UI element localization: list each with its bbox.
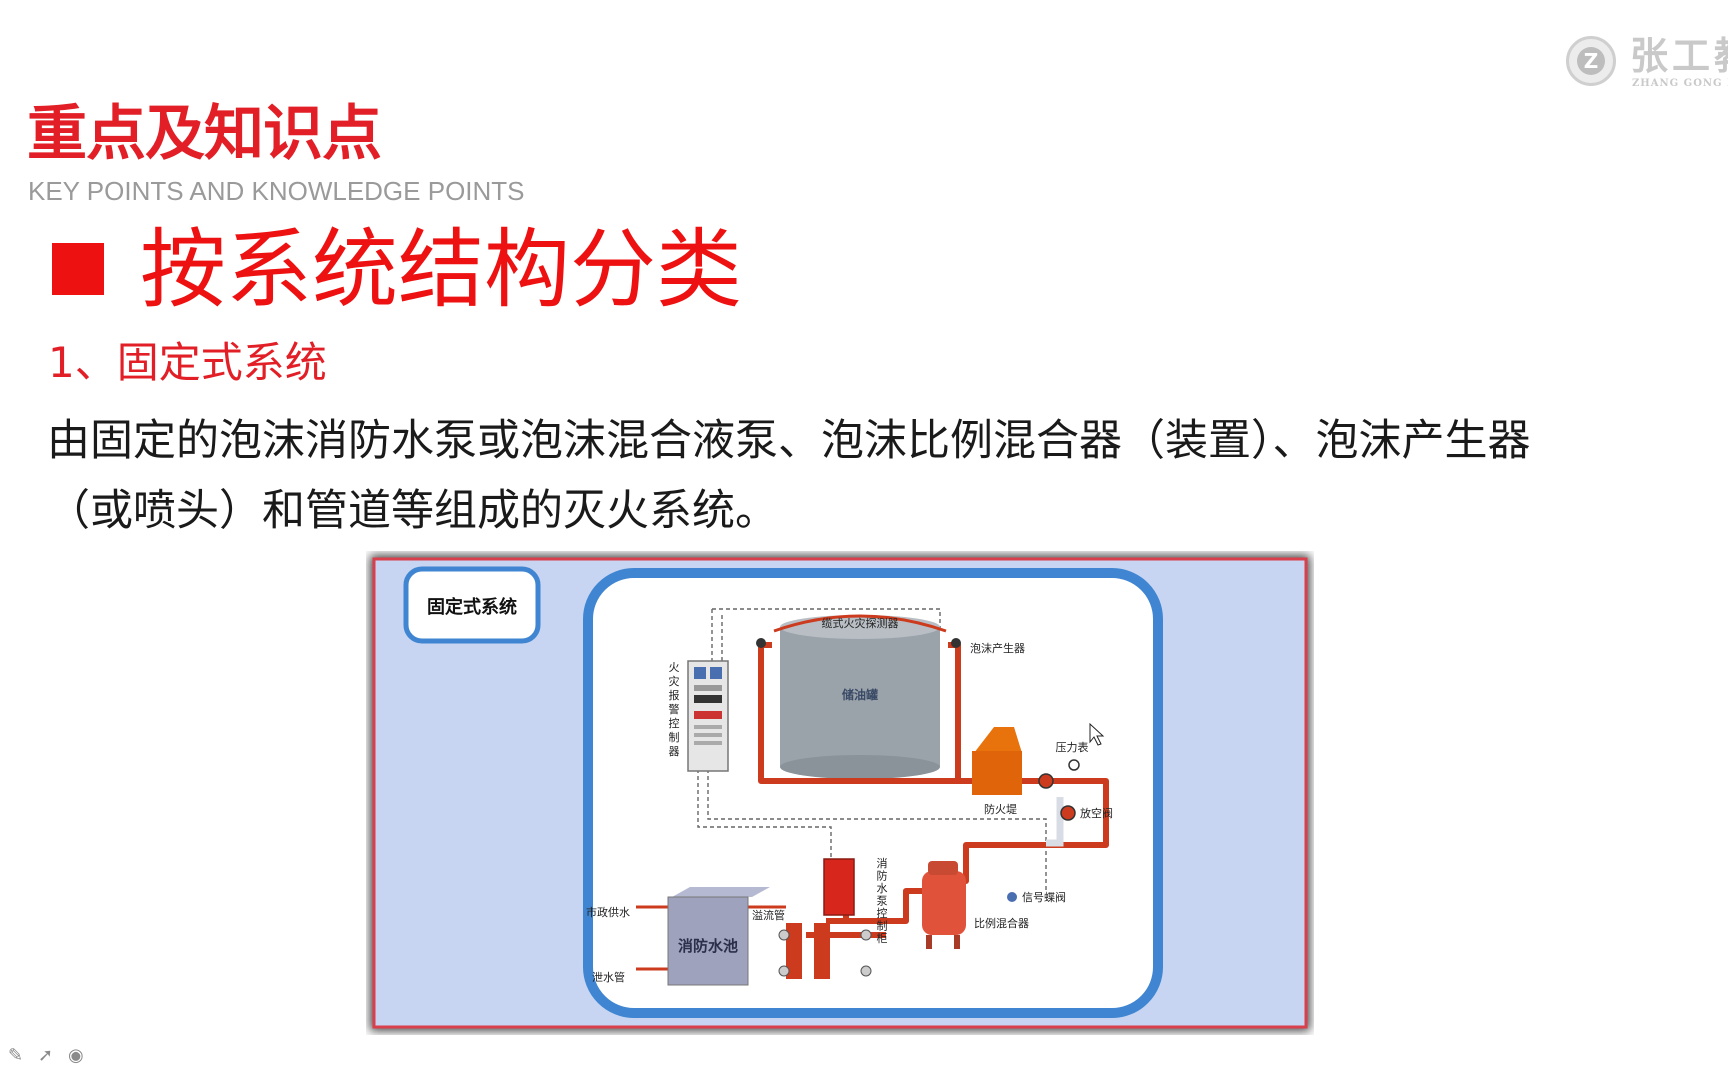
label-pressure-gauge: 压力表 [1056, 740, 1089, 754]
label-municipal: 市政供水 [586, 905, 630, 919]
signal-valve-icon [1007, 892, 1017, 902]
label-controller-char: 器 [669, 745, 680, 758]
pump-control-cabinet [823, 858, 855, 916]
square-bullet-icon [52, 243, 104, 295]
pointer-icon[interactable]: ➚ [38, 1045, 54, 1066]
label-detector: 缆式火灾探测器 [822, 616, 899, 630]
label-proportioner: 比例混合器 [974, 916, 1029, 930]
record-icon[interactable]: ◉ [68, 1045, 84, 1066]
label-pump-cabinet-char: 消 [877, 856, 888, 870]
system-diagram: 固定式系统 火灾报警控制器 [366, 551, 1314, 1035]
valve-icon [1038, 773, 1054, 789]
vent-pipe [1046, 797, 1064, 847]
fire-pumps [778, 923, 872, 979]
label-pump-cabinet-char: 水 [877, 882, 888, 895]
section-heading: 按系统结构分类 [140, 220, 742, 320]
label-pool: 消防水池 [678, 937, 738, 955]
slide-toolbar: ✎ ➚ ◉ [8, 1044, 98, 1070]
logo-text: 张工教 [1630, 33, 1728, 78]
logo-mark-icon: Z [1566, 36, 1616, 86]
label-controller-char: 控 [669, 716, 680, 730]
mouse-pointer-icon [1089, 722, 1105, 746]
pen-icon[interactable]: ✎ [8, 1045, 24, 1066]
section-subheading: 1、固定式系统 [48, 338, 327, 387]
label-vent-valve: 放空阀 [1080, 806, 1113, 820]
slide-title: 重点及知识点 [27, 99, 382, 169]
description-paragraph: 由固定的泡沫消防水泵或泡沫混合液泵、泡沫比例混合器（装置）、泡沫产生器 （或喷头… [47, 406, 1707, 546]
label-controller-char: 灾 [669, 674, 680, 688]
foam-generator-left-icon [756, 638, 766, 648]
foam-generator-right-icon [951, 638, 961, 648]
fire-alarm-controller [687, 660, 729, 772]
fire-water-pool [667, 887, 770, 986]
label-pump-cabinet-char: 防 [877, 869, 888, 883]
label-firewall: 防火堤 [984, 802, 1017, 816]
logo-subtext: ZHANG GONG EDU [1632, 78, 1728, 89]
label-overflow: 溢流管 [752, 908, 785, 922]
vent-valve-icon [1060, 805, 1076, 821]
foam-proportioner [922, 861, 966, 949]
label-controller-char: 警 [669, 702, 680, 716]
label-pump-cabinet-char: 柜 [877, 932, 888, 945]
diagram-badge-label: 固定式系统 [427, 596, 517, 618]
diagram-badge [403, 566, 541, 644]
slide-title-english: KEY POINTS AND KNOWLEDGE POINTS [28, 176, 525, 206]
brand-logo: Z 张工教 ZHANG GONG EDU [1562, 32, 1728, 98]
label-pump-cabinet-char: 制 [877, 920, 888, 933]
label-pump-cabinet-char: 控 [877, 906, 888, 920]
firewall-block [972, 727, 1022, 795]
pressure-gauge-icon [1068, 759, 1080, 771]
label-controller-char: 报 [669, 688, 680, 702]
label-controller-char: 火 [669, 661, 680, 674]
label-tank: 储油罐 [842, 687, 878, 702]
signal-wires [697, 608, 1047, 891]
label-drain: 泄水管 [592, 970, 625, 984]
paragraph-line: （或喷头）和管道等组成的灭火系统。 [47, 486, 778, 536]
oil-storage-tank [773, 614, 947, 779]
small-pipes [636, 905, 786, 971]
label-controller-char: 制 [669, 731, 680, 744]
label-foam-generator: 泡沫产生器 [970, 641, 1025, 655]
label-signal-valve: 信号蝶阀 [1022, 890, 1066, 904]
paragraph-line: 由固定的泡沫消防水泵或泡沫混合液泵、泡沫比例混合器（装置）、泡沫产生器 [47, 416, 1531, 466]
label-pump-cabinet-char: 泵 [877, 895, 888, 908]
